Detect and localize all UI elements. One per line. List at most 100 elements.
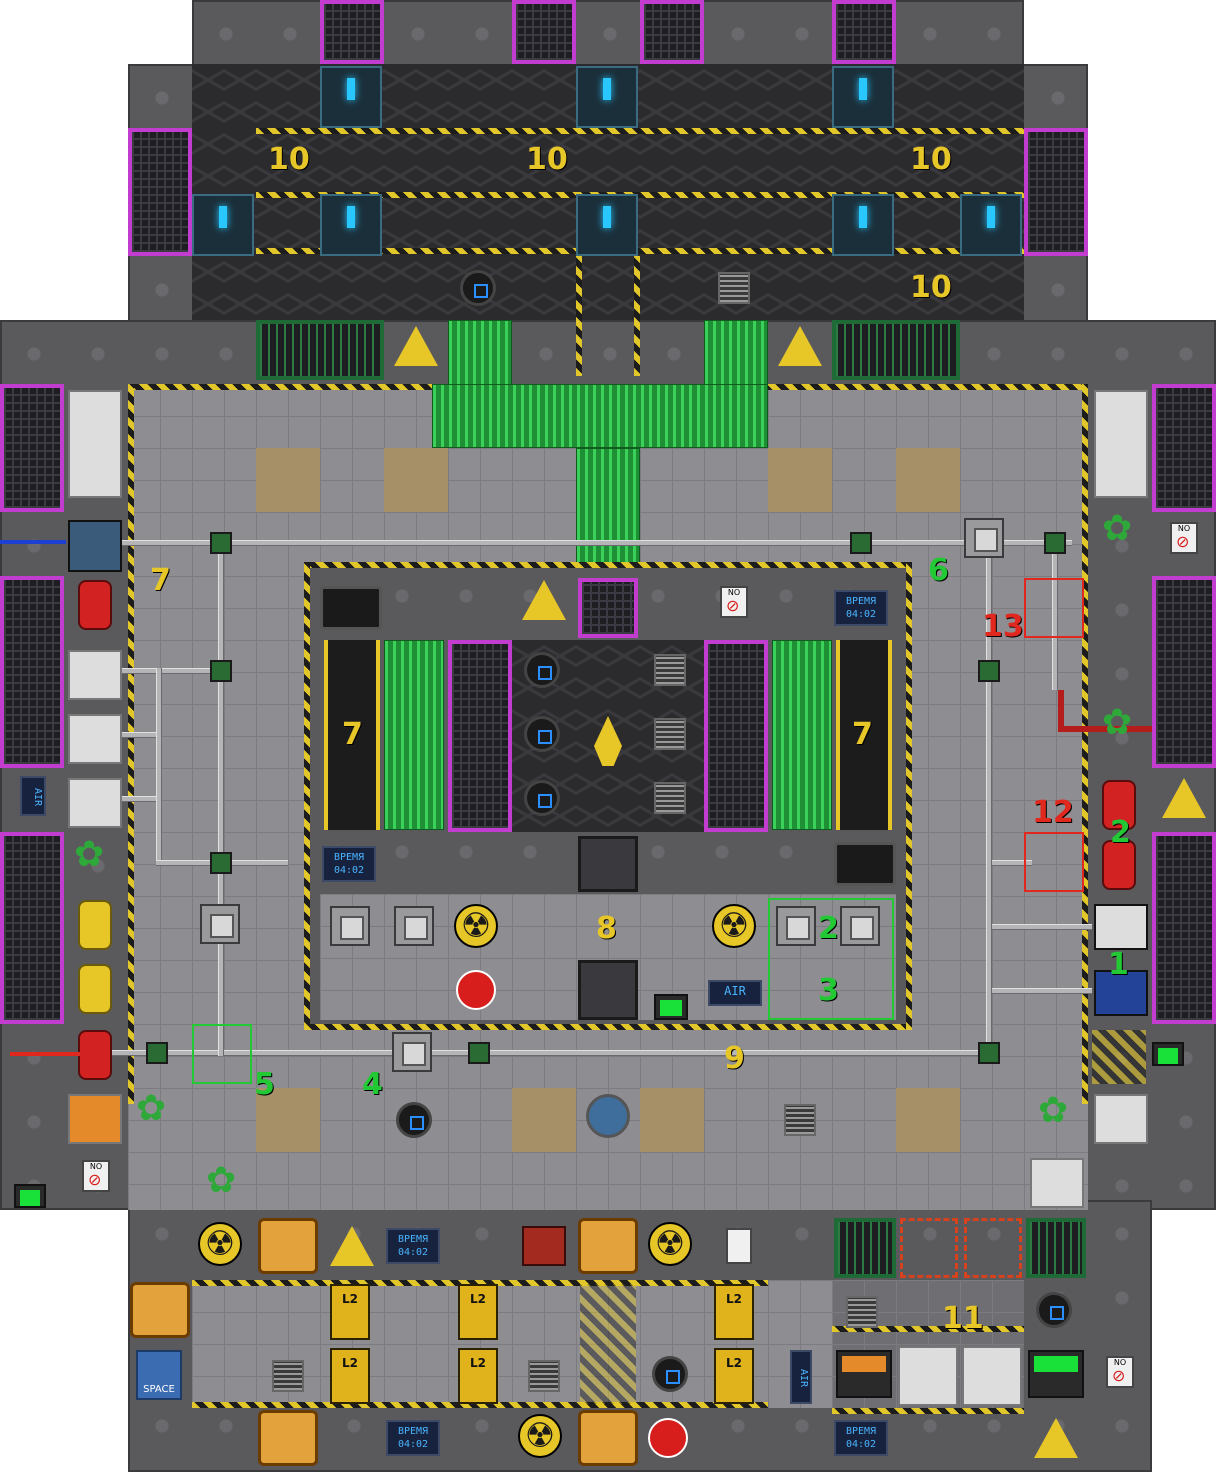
pipe-valve[interactable] (210, 532, 232, 554)
emitter-lamp[interactable] (576, 66, 638, 128)
medkit-sign-icon (726, 1228, 752, 1264)
gas-mixer[interactable] (200, 904, 240, 944)
canister-red[interactable] (1102, 840, 1136, 890)
canister-yellow[interactable] (78, 900, 112, 950)
canister-red[interactable] (78, 1030, 112, 1080)
gas-mixer[interactable] (392, 1032, 432, 1072)
zone-label-7: 7 (342, 717, 363, 752)
firelock[interactable] (900, 1218, 958, 1278)
pipe-meter[interactable] (1024, 832, 1084, 892)
computer-console[interactable] (836, 1350, 892, 1398)
canister-yellow[interactable] (78, 964, 112, 1014)
fire-alarm-icon[interactable] (648, 1418, 688, 1458)
airlock-door[interactable] (578, 1218, 638, 1274)
pump-console[interactable] (1094, 904, 1148, 950)
pipe-meter[interactable] (1024, 578, 1084, 638)
emitter-lamp[interactable] (320, 66, 382, 128)
vent-icon[interactable] (524, 652, 560, 688)
pump-console[interactable] (1094, 970, 1148, 1016)
vent-icon[interactable] (1036, 1292, 1072, 1328)
airlock-door[interactable] (258, 1410, 318, 1466)
zone-label-11: 11 (942, 1301, 984, 1336)
space-sign: SPACE (136, 1350, 182, 1400)
time-display: ВРЕМЯ 04:02 (834, 590, 888, 626)
pump[interactable] (776, 906, 816, 946)
vent-icon[interactable] (524, 716, 560, 752)
storage-crate[interactable]: L2 (714, 1284, 754, 1340)
computer-console[interactable] (1028, 1350, 1084, 1398)
conveyor-lane (836, 640, 892, 830)
airlock-door[interactable] (578, 1410, 638, 1466)
server-rack[interactable] (898, 1346, 958, 1406)
pipe-valve[interactable] (210, 660, 232, 682)
window (578, 578, 638, 638)
canister-red[interactable] (78, 580, 112, 630)
blast-door[interactable] (578, 960, 638, 1020)
green-window (832, 320, 960, 380)
time-title: ВРЕМЯ (397, 1234, 429, 1245)
storage-crate[interactable]: L2 (458, 1284, 498, 1340)
pump[interactable] (840, 906, 880, 946)
storage-crate[interactable]: L2 (458, 1348, 498, 1404)
server-rack[interactable] (962, 1346, 1022, 1406)
pipe-valve[interactable] (1044, 532, 1066, 554)
freezer-unit[interactable] (68, 650, 122, 700)
console[interactable] (14, 1184, 46, 1208)
airlock-door[interactable] (130, 1282, 190, 1338)
vent-icon[interactable] (524, 780, 560, 816)
blast-door[interactable] (578, 836, 638, 892)
emitter-lamp[interactable] (192, 194, 254, 256)
hazard-border (1082, 384, 1088, 1104)
gas-mixer[interactable] (964, 518, 1004, 558)
airlock-door[interactable] (258, 1218, 318, 1274)
freezer-unit[interactable] (68, 778, 122, 828)
scrubber-icon[interactable] (586, 1094, 630, 1138)
conveyor-lane (324, 640, 380, 830)
air-sign: AIR (708, 980, 762, 1006)
crate[interactable] (68, 1094, 122, 1144)
tool-locker[interactable] (1094, 390, 1148, 498)
storage-crate[interactable]: L2 (330, 1284, 370, 1340)
time-value: 04:02 (397, 1247, 429, 1258)
storage-crate[interactable]: L2 (714, 1348, 754, 1404)
vent-icon[interactable] (460, 270, 496, 306)
console[interactable] (1152, 1042, 1184, 1066)
pipe-valve[interactable] (468, 1042, 490, 1064)
console[interactable] (654, 994, 688, 1020)
fire-alarm-icon[interactable] (456, 970, 496, 1010)
zone-label-6: 6 (928, 553, 949, 588)
time-display: ВРЕМЯ 04:02 (386, 1420, 440, 1456)
emitter-lamp[interactable] (960, 194, 1022, 256)
shutter-panel[interactable] (320, 586, 382, 630)
pipe-valve[interactable] (146, 1042, 168, 1064)
locker[interactable] (1094, 1094, 1148, 1144)
pump[interactable] (394, 906, 434, 946)
storage-crate[interactable]: L2 (330, 1348, 370, 1404)
emitter-lamp[interactable] (832, 194, 894, 256)
freezer-unit[interactable] (68, 714, 122, 764)
no-smoking-sign-icon: NO (1106, 1356, 1134, 1388)
window (832, 0, 896, 64)
pipe (218, 540, 224, 1056)
firelock[interactable] (964, 1218, 1022, 1278)
vent-icon[interactable] (396, 1102, 432, 1138)
emitter-lamp[interactable] (832, 66, 894, 128)
pipe-valve[interactable] (978, 660, 1000, 682)
air-pump-console[interactable] (68, 520, 122, 572)
canister-red[interactable] (1102, 780, 1136, 830)
time-title: ВРЕМЯ (845, 1426, 877, 1437)
radiation-sign-icon (712, 904, 756, 948)
emitter-lamp[interactable] (320, 194, 382, 256)
plant-icon (1100, 508, 1140, 556)
shutter-panel[interactable] (834, 842, 896, 886)
locker[interactable] (68, 390, 122, 498)
locker[interactable] (1030, 1158, 1084, 1208)
emitter-lamp[interactable] (576, 194, 638, 256)
pump[interactable] (330, 906, 370, 946)
pipe-valve[interactable] (978, 1042, 1000, 1064)
pipe-valve[interactable] (850, 532, 872, 554)
hazard-border (192, 1402, 768, 1408)
vent-icon[interactable] (652, 1356, 688, 1392)
pipe-valve[interactable] (210, 852, 232, 874)
window (0, 384, 64, 512)
